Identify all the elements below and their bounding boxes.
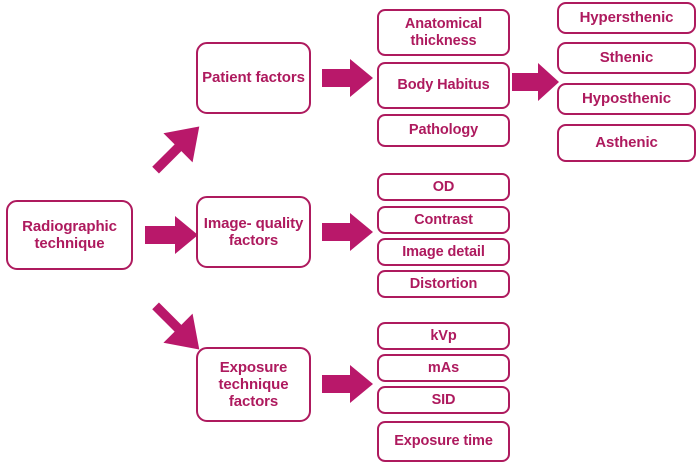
arrow-patient-factors-to-children — [322, 58, 374, 98]
node-label: Patient factors — [202, 69, 305, 87]
arrow-image-quality-factors-to-children — [322, 212, 374, 252]
node-image-quality-factors[interactable]: Image- quality factors — [196, 196, 311, 268]
node-kvp[interactable]: kVp — [377, 322, 510, 350]
arrow-root-to-patient-factors — [144, 116, 208, 178]
node-label: Asthenic — [595, 134, 658, 152]
node-label: Anatomical thickness — [404, 15, 483, 49]
node-patient-factors[interactable]: Patient factors — [196, 42, 311, 114]
node-label: Exposure time — [394, 433, 493, 450]
node-anatomical-thickness[interactable]: Anatomical thickness — [377, 9, 510, 56]
node-label: OD — [432, 178, 455, 195]
node-distortion[interactable]: Distortion — [377, 270, 510, 298]
node-label: Image- quality factors — [203, 214, 304, 249]
node-hyposthenic[interactable]: Hyposthenic — [557, 83, 696, 115]
node-label: Distortion — [409, 275, 478, 292]
node-sid[interactable]: SID — [377, 386, 510, 414]
node-od[interactable]: OD — [377, 173, 510, 201]
node-mas[interactable]: mAs — [377, 354, 510, 382]
node-label: Exposure technique factors — [218, 358, 289, 411]
node-label: Image detail — [402, 243, 485, 260]
node-label: SID — [431, 391, 456, 408]
node-exposure-time[interactable]: Exposure time — [377, 421, 510, 462]
node-radiographic-technique[interactable]: Radiographic technique — [6, 200, 133, 270]
node-body-habitus[interactable]: Body Habitus — [377, 62, 510, 109]
node-label: kVp — [430, 327, 457, 344]
node-label: Body Habitus — [397, 77, 490, 94]
node-image-detail[interactable]: Image detail — [377, 238, 510, 266]
node-label: Hyposthenic — [582, 90, 671, 108]
node-hypersthenic[interactable]: Hypersthenic — [557, 2, 696, 34]
node-sthenic[interactable]: Sthenic — [557, 42, 696, 74]
node-label: Radiographic technique — [22, 217, 117, 252]
node-contrast[interactable]: Contrast — [377, 206, 510, 234]
node-asthenic[interactable]: Asthenic — [557, 124, 696, 162]
arrow-exposure-technique-factors-to-children — [322, 364, 374, 404]
node-label: Contrast — [414, 211, 473, 228]
arrow-root-to-image-quality-factors — [145, 215, 200, 255]
node-exposure-technique-factors[interactable]: Exposure technique factors — [196, 347, 311, 422]
node-label: Pathology — [408, 122, 479, 139]
node-pathology[interactable]: Pathology — [377, 114, 510, 147]
arrow-root-to-exposure-technique-factors — [144, 298, 208, 360]
node-label: Hypersthenic — [579, 9, 674, 27]
node-label: mAs — [427, 359, 460, 376]
arrow-body-habitus-to-types — [512, 62, 560, 102]
node-label: Sthenic — [599, 49, 654, 67]
